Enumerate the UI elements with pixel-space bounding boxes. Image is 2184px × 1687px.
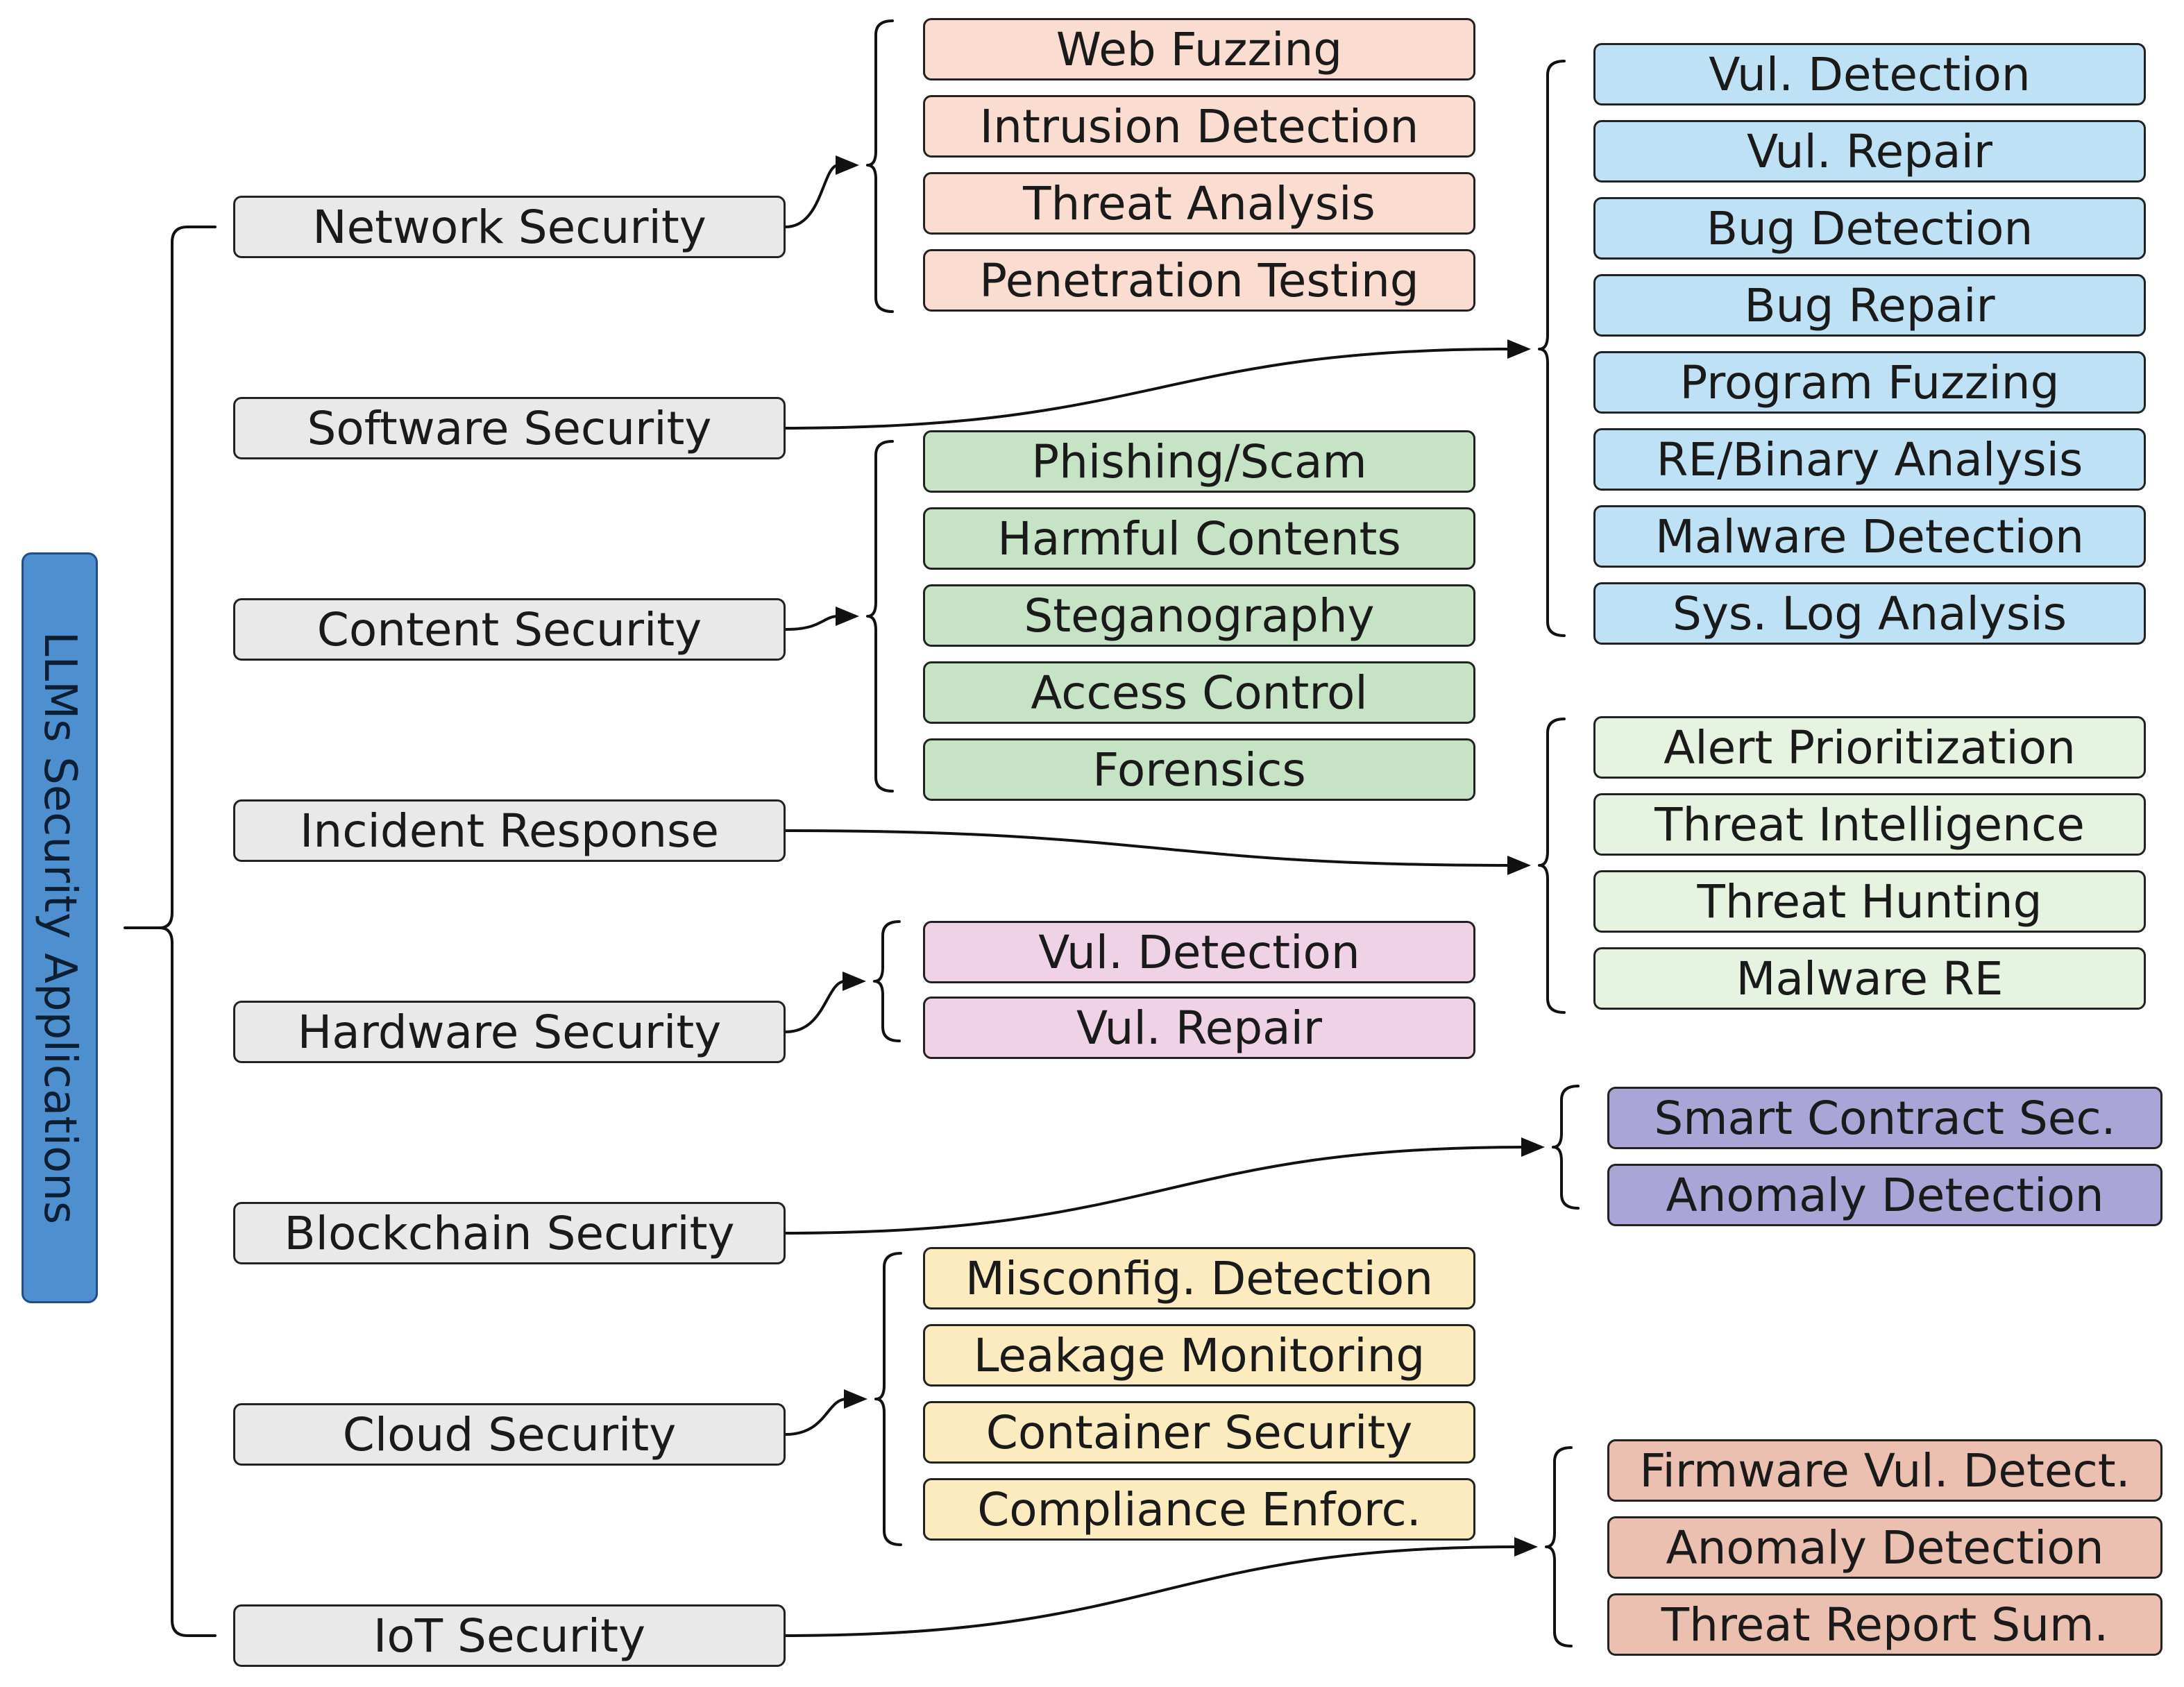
leaf-forensics: Forensics [923,738,1475,801]
connector-network [784,164,840,228]
brace-blockchain [1552,1085,1580,1210]
category-cloud-security: Cloud Security [233,1403,786,1466]
leaf-program-fuzzing: Program Fuzzing [1593,351,2146,414]
leaf-leakage-monitoring: Leakage Monitoring [923,1324,1475,1387]
connector-incident [784,829,1512,867]
brace-network [866,19,894,313]
brace-hardware [873,920,901,1042]
brace-iot [1545,1446,1573,1647]
category-iot-security: IoT Security [233,1604,786,1667]
connector-cloud-arrow [844,1389,867,1409]
leaf-threat-hunting: Threat Hunting [1593,870,2146,933]
category-content-security: Content Security [233,598,786,661]
category-blockchain-security: Blockchain Security [233,1202,786,1264]
connector-hardware-arrow [843,972,866,991]
leaf-malware-detection: Malware Detection [1593,505,2146,568]
leaf-penetration-testing: Penetration Testing [923,249,1475,312]
leaf-misconfig-detection: Misconfig. Detection [923,1247,1475,1309]
leaf-compliance-enforc: Compliance Enforc. [923,1478,1475,1541]
category-hardware-security: Hardware Security [233,1001,786,1063]
brace-cloud [874,1252,902,1546]
leaf-threat-intelligence: Threat Intelligence [1593,793,2146,856]
leaf-steganography: Steganography [923,584,1475,647]
root-label: LLMs Security Applications [34,631,85,1225]
connector-software [784,348,1512,430]
leaf-harmful-contents: Harmful Contents [923,507,1475,570]
leaf-vul-repair: Vul. Repair [1593,120,2146,183]
connector-software-arrow [1507,339,1531,359]
brace-software [1538,60,1566,637]
leaf-container-security: Container Security [923,1401,1475,1464]
leaf-firmware-vul-detect: Firmware Vul. Detect. [1607,1439,2162,1502]
category-network-security: Network Security [233,196,786,258]
brace-content [866,440,894,792]
leaf-vul-detection: Vul. Detection [1593,43,2146,105]
connector-content-arrow [836,607,859,626]
connector-iot-arrow [1514,1537,1538,1557]
leaf-access-control: Access Control [923,661,1475,724]
root-node [22,552,98,1303]
leaf-malware-re: Malware RE [1593,947,2146,1010]
leaf-phishing-scam: Phishing/Scam [923,430,1475,493]
leaf-iot-anomaly-detection: Anomaly Detection [1607,1516,2162,1579]
leaf-hw-vul-detection: Vul. Detection [923,921,1475,983]
leaf-re-binary-analysis: RE/Binary Analysis [1593,428,2146,491]
category-incident-response: Incident Response [233,799,786,862]
connector-hardware [784,980,847,1033]
connector-iot [784,1545,1518,1637]
brace-incident [1538,718,1566,1014]
connector-network-arrow [836,155,859,175]
leaf-web-fuzzing: Web Fuzzing [923,18,1475,80]
leaf-hw-vul-repair: Vul. Repair [923,997,1475,1059]
connector-blockchain [784,1146,1525,1235]
connector-blockchain-arrow [1521,1137,1545,1157]
category-software-security: Software Security [233,397,786,459]
leaf-sys-log-analysis: Sys. Log Analysis [1593,582,2146,645]
leaf-threat-report-sum: Threat Report Sum. [1607,1593,2162,1656]
root-brace [124,226,217,1637]
leaf-alert-prioritization: Alert Prioritization [1593,716,2146,779]
leaf-bc-anomaly-detection: Anomaly Detection [1607,1164,2162,1226]
connector-cloud [784,1398,848,1436]
connector-incident-arrow [1507,856,1531,875]
leaf-bug-repair: Bug Repair [1593,274,2146,337]
leaf-bug-detection: Bug Detection [1593,197,2146,260]
leaf-threat-analysis: Threat Analysis [923,172,1475,235]
leaf-intrusion-detection: Intrusion Detection [923,95,1475,158]
leaf-smart-contract-sec: Smart Contract Sec. [1607,1087,2162,1149]
connector-content [784,615,840,631]
